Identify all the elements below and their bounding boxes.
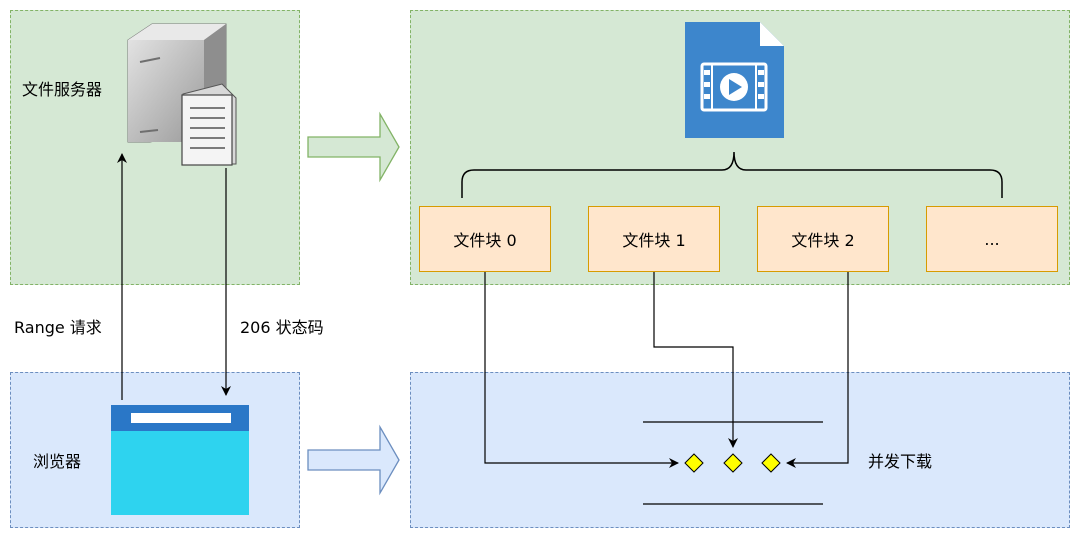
download-diamond-1 bbox=[723, 453, 743, 473]
status-206-label: 206 状态码 bbox=[240, 318, 324, 337]
browser-label: 浏览器 bbox=[33, 452, 82, 471]
file-chunk-1: 文件块 1 bbox=[588, 206, 720, 272]
browser-window-icon bbox=[111, 405, 249, 515]
file-chunk-more: ... bbox=[926, 206, 1058, 272]
top-flow-arrow bbox=[307, 111, 400, 183]
file-chunk-0: 文件块 0 bbox=[419, 206, 551, 272]
bottom-flow-arrow bbox=[307, 424, 400, 496]
chunk-brace bbox=[461, 151, 1003, 198]
chunk-1-connector bbox=[653, 272, 738, 448]
concurrent-download-label: 并发下载 bbox=[868, 452, 933, 471]
file-server-label: 文件服务器 bbox=[22, 80, 103, 99]
file-chunk-2: 文件块 2 bbox=[757, 206, 889, 272]
file-chunk-2-label: 文件块 2 bbox=[791, 231, 855, 250]
range-request-label: Range 请求 bbox=[14, 318, 102, 337]
chunk-2-connector bbox=[786, 272, 849, 468]
download-diamond-2 bbox=[761, 453, 781, 473]
download-panel bbox=[410, 372, 1070, 528]
download-diamond-0 bbox=[684, 453, 704, 473]
chunk-0-connector bbox=[484, 272, 679, 468]
file-chunk-1-label: 文件块 1 bbox=[622, 231, 686, 250]
document-icon bbox=[181, 83, 237, 166]
file-chunk-0-label: 文件块 0 bbox=[453, 231, 517, 250]
video-file-icon bbox=[685, 22, 784, 138]
server-icon bbox=[127, 23, 227, 143]
file-chunk-more-label: ... bbox=[984, 229, 1000, 249]
